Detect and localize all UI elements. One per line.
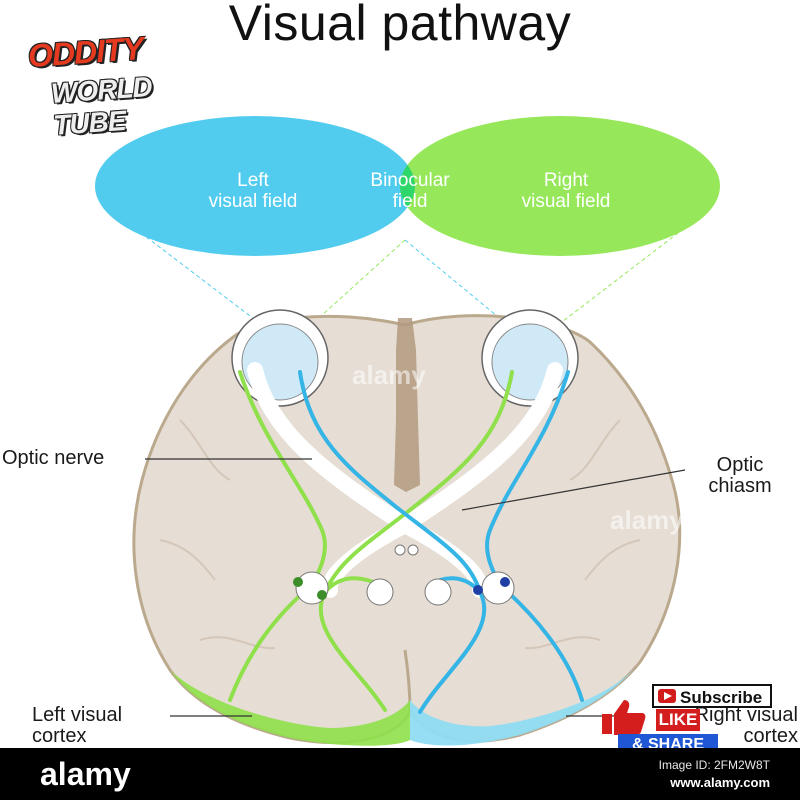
- right-visual-field: [400, 116, 720, 256]
- logo-line-1: ODDITY: [26, 30, 144, 74]
- left-visual-cortex: [170, 670, 410, 746]
- subscribe-overlay: Subscribe LIKE & SHARE: [598, 684, 798, 756]
- page-title: Visual pathway: [228, 0, 572, 51]
- right-lgn: [481, 571, 515, 605]
- like-button[interactable]: LIKE: [656, 709, 700, 731]
- left-visual-cortex-label: Left visual cortex: [32, 704, 123, 747]
- right-field-label: Right visual field: [521, 170, 611, 212]
- play-icon: [658, 689, 676, 703]
- longitudinal-fissure: [394, 318, 420, 492]
- watermark: alamy: [352, 360, 426, 390]
- thumbs-up-icon: [602, 700, 646, 735]
- optic-nerve-label: Optic nerve: [2, 447, 105, 469]
- right-visual-cortex-label: Right visual cortex: [694, 704, 798, 747]
- logo-line-2: WORLD TUBE: [49, 70, 153, 141]
- footer-bar: alamy Image ID: 2FM2W8T www.alamy.com: [0, 748, 800, 800]
- optic-chiasm-label: Optic chiasm: [708, 454, 772, 497]
- footer-brand: alamy: [40, 756, 131, 792]
- footer-image-id: Image ID: 2FM2W8T: [658, 758, 770, 772]
- footer-site[interactable]: www.alamy.com: [670, 775, 770, 790]
- brain-gyri: [159, 419, 641, 650]
- channel-logo: ODDITY WORLD TUBE: [22, 22, 222, 141]
- binocular-field-label: Binocular field: [370, 170, 450, 212]
- left-field-label: Left visual field: [208, 170, 298, 212]
- right-visual-cortex: [410, 664, 638, 746]
- watermark: alamy: [610, 505, 684, 535]
- projection-lines: [123, 219, 696, 336]
- left-visual-field: [95, 116, 415, 256]
